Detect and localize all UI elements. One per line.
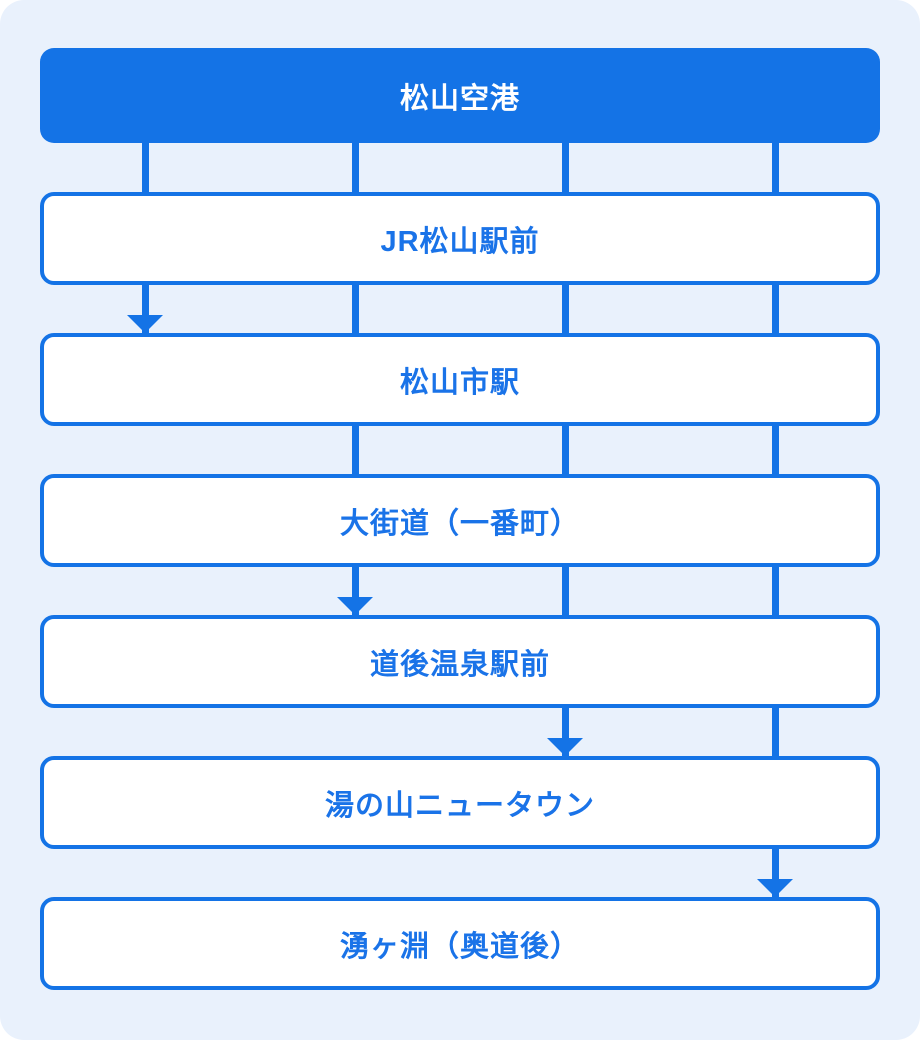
stop-label: 道後温泉駅前 [369, 648, 550, 681]
stop-box-wakigafuchi-okudogo: 湧ヶ淵（奥道後） [40, 897, 880, 990]
arrow-down-icon [547, 738, 583, 756]
stop-box-yunoyama-newtown: 湯の山ニュータウン [40, 756, 880, 849]
route-line-airport-to-yunoyama [561, 143, 569, 756]
arrow-down-icon [757, 879, 793, 897]
stop-label: 松山市駅 [399, 366, 520, 399]
arrow-down-icon [337, 597, 373, 615]
stop-box-okaido-ichibancho: 大街道（一番町） [40, 474, 880, 567]
stop-label: 湧ヶ淵（奥道後） [339, 930, 580, 963]
stop-label: 大街道（一番町） [339, 507, 580, 540]
stop-label: 松山空港 [399, 82, 520, 115]
stop-box-matsuyama-shi-eki: 松山市駅 [40, 333, 880, 426]
stop-box-jr-matsuyama-ekimae: JR松山駅前 [40, 192, 880, 285]
arrow-down-icon [127, 315, 163, 333]
stop-label: 湯の山ニュータウン [324, 789, 595, 822]
stop-label: JR松山駅前 [380, 225, 540, 258]
stop-box-matsuyama-airport: 松山空港 [40, 48, 880, 143]
stop-box-dogo-onsen-ekimae: 道後温泉駅前 [40, 615, 880, 708]
